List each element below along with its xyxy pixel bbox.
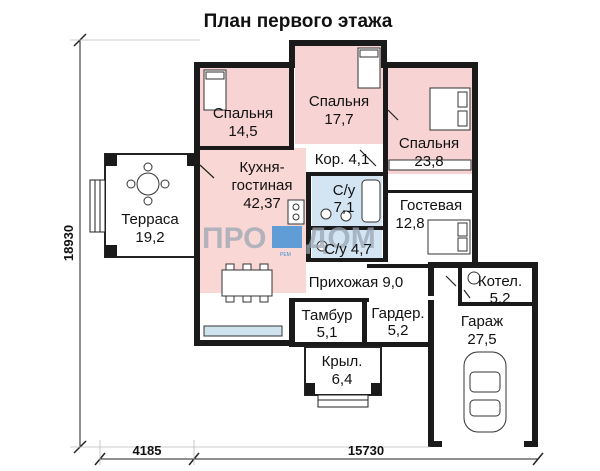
terrace xyxy=(89,153,200,258)
wardrobe-area: 5,2 xyxy=(388,322,409,339)
corridor-label: Кор. 4,1 xyxy=(315,151,370,168)
dimension-lines: 18930 4185 15730 xyxy=(61,33,544,466)
guest-name: Гостевая xyxy=(400,197,462,214)
boiler-area: 5,2 xyxy=(490,290,511,307)
kitchen-area: 42,37 xyxy=(243,195,281,212)
toilet-1 xyxy=(340,210,352,222)
hall-label: Прихожая 9,0 xyxy=(309,274,404,291)
room-labels: Спальня 14,5 Спальня 17,7 Спальня 23,8 К… xyxy=(121,93,522,388)
stove xyxy=(287,199,305,225)
watermark-left: ПРО xyxy=(202,222,267,255)
corridor-fill xyxy=(295,144,387,174)
watermark-right: ДОМ xyxy=(306,222,376,255)
dining-table xyxy=(221,269,273,297)
dim-total-height: 18930 xyxy=(61,225,76,261)
garage-name: Гараж xyxy=(461,313,503,330)
vestibule-area: 5,1 xyxy=(317,324,338,341)
dim-terrace-width: 4185 xyxy=(133,443,162,458)
vestibule-name: Тамбур xyxy=(302,307,353,324)
bathtub xyxy=(361,179,381,223)
bedroom-1-name: Спальня xyxy=(213,105,273,122)
wardrobe-name: Гардер. xyxy=(371,305,424,322)
bedroom-2-name: Спальня xyxy=(309,93,369,110)
porch-name: Крыл. xyxy=(322,353,363,370)
porch xyxy=(304,346,382,408)
bedroom-3-name: Спальня xyxy=(399,135,459,152)
furniture xyxy=(199,47,507,433)
house-logo-icon xyxy=(272,226,302,248)
kitchen-name-2: гостиная xyxy=(232,177,293,194)
bath-2-label: С/у 4,7 xyxy=(324,241,372,258)
terrace-table xyxy=(136,172,160,196)
walls xyxy=(194,40,538,447)
kitchen-name-1: Кухня- xyxy=(239,159,284,176)
kitchen-counter xyxy=(203,325,283,337)
bed-2 xyxy=(357,47,381,89)
boiler-unit xyxy=(467,271,481,285)
bath-1-name: С/у xyxy=(333,182,356,199)
garage-area: 27,5 xyxy=(467,331,496,348)
bed-1 xyxy=(203,69,227,111)
boiler-name: Котел. xyxy=(478,273,522,290)
bedroom-3-area: 23,8 xyxy=(414,153,443,170)
dim-house-width: 15730 xyxy=(348,443,384,458)
plan-title: План первого этажа xyxy=(204,11,393,32)
watermark: ПРО ДОМ РЕМ xyxy=(202,222,376,258)
bedroom-2-area: 17,7 xyxy=(324,111,353,128)
guest-area: 12,8 xyxy=(395,215,424,232)
bath-1-area: 7,1 xyxy=(334,199,355,216)
toilet-2 xyxy=(316,240,328,252)
terrace-area: 19,2 xyxy=(135,229,164,246)
watermark-sub: РЕМ xyxy=(280,252,291,258)
porch-area: 6,4 xyxy=(332,371,353,388)
terrace-name: Терраса xyxy=(121,211,179,228)
bedroom-1-area: 14,5 xyxy=(228,123,257,140)
